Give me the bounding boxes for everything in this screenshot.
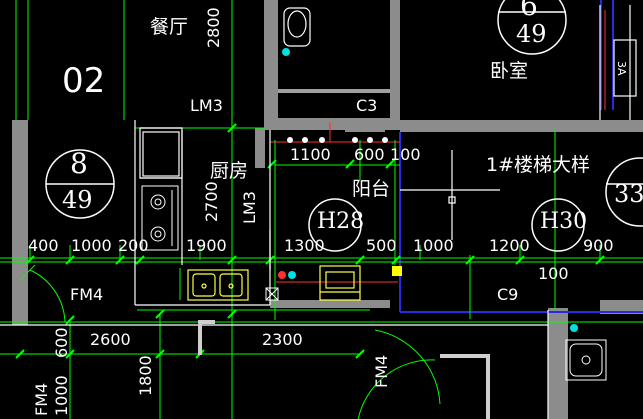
dim-1300: 1300 bbox=[284, 236, 325, 255]
dim-2300: 2300 bbox=[262, 330, 303, 349]
dim-200: 200 bbox=[118, 236, 149, 255]
callout-49-left: 49 bbox=[62, 186, 93, 214]
dim-900: 900 bbox=[583, 236, 614, 255]
dim-1000-vert: 1000 bbox=[52, 375, 71, 416]
walls bbox=[12, 0, 643, 419]
callout-h30: H30 bbox=[540, 209, 588, 234]
dim-1200: 1200 bbox=[489, 236, 530, 255]
dim-600-top: 600 bbox=[354, 145, 385, 164]
white-lines bbox=[0, 5, 631, 419]
mark-lm3-side: LM3 bbox=[240, 191, 259, 224]
dim-2700: 2700 bbox=[202, 181, 221, 222]
dim-2600: 2600 bbox=[90, 330, 131, 349]
room-label-kitchen: 厨房 bbox=[210, 160, 249, 182]
dim-400: 400 bbox=[28, 236, 59, 255]
mark-lm3-top: LM3 bbox=[190, 96, 223, 115]
dim-1000-a: 1000 bbox=[71, 236, 112, 255]
mark-fm4-a: FM4 bbox=[70, 285, 104, 304]
callout-6-number: 6 bbox=[520, 0, 538, 22]
room-label-balcony: 阳台 bbox=[352, 178, 391, 200]
dim-1100: 1100 bbox=[290, 145, 331, 164]
dim-600-vert: 600 bbox=[52, 327, 71, 358]
stair-detail-title: 1#楼梯大样 bbox=[486, 154, 591, 176]
callout-circle-33 bbox=[605, 157, 643, 227]
callout-circle-6-49 bbox=[497, 0, 567, 55]
svg-text:3A: 3A bbox=[615, 61, 628, 76]
callout-circle-h28 bbox=[308, 198, 362, 252]
dim-1900: 1900 bbox=[186, 236, 227, 255]
sink-icon bbox=[187, 269, 249, 301]
callout-8-number: 8 bbox=[70, 147, 88, 180]
room-label-dining: 餐厅 bbox=[150, 16, 189, 38]
yellow-marker bbox=[392, 266, 402, 276]
blue-lines bbox=[399, 0, 643, 313]
mark-c3: C3 bbox=[356, 96, 378, 115]
dim-1000-b: 1000 bbox=[413, 236, 454, 255]
mark-c9: C9 bbox=[497, 285, 519, 304]
callout-circles bbox=[45, 0, 643, 252]
unit-number: 02 bbox=[62, 61, 106, 101]
callout-49-top: 49 bbox=[516, 20, 547, 48]
floor-drain-icon bbox=[265, 287, 279, 301]
mark-fm4-b: FM4 bbox=[32, 382, 51, 416]
green-ticks bbox=[15, 123, 605, 359]
callout-circle-h30 bbox=[531, 198, 585, 252]
dim-2800: 2800 bbox=[204, 7, 223, 48]
mark-fm4-c: FM4 bbox=[372, 354, 391, 388]
dim-100-bottom: 100 bbox=[538, 264, 569, 283]
ac-unit-icon: 3A bbox=[613, 39, 637, 97]
wash-basin-icon bbox=[278, 271, 607, 381]
room-label-bedroom: 卧室 bbox=[490, 60, 529, 82]
pipe-dots bbox=[287, 137, 388, 143]
callout-h28: H28 bbox=[317, 209, 365, 234]
dim-100-top: 100 bbox=[390, 145, 421, 164]
toilet-icon bbox=[282, 7, 311, 56]
washer-icon bbox=[319, 265, 361, 301]
door-leaf bbox=[198, 320, 490, 419]
stove-icon bbox=[141, 185, 179, 251]
dim-1800: 1800 bbox=[136, 355, 155, 396]
dim-500: 500 bbox=[366, 236, 397, 255]
callout-33-right: 33 bbox=[614, 180, 643, 208]
